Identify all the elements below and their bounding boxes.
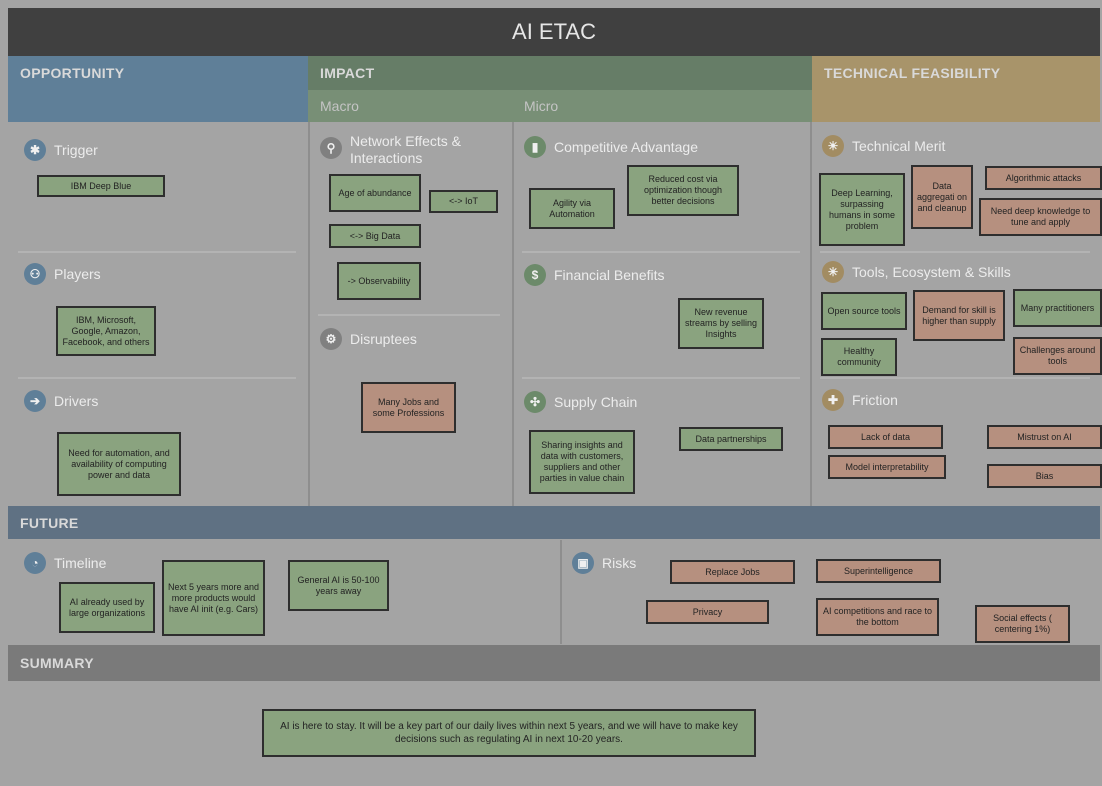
row-divider — [18, 251, 296, 253]
column-divider — [308, 122, 310, 506]
sticky-note: Reduced cost via optimization though bet… — [627, 165, 739, 216]
risks-label: Risks — [602, 555, 637, 571]
sticky-note: Model interpretability — [828, 455, 946, 479]
tools-label: Tools, Ecosystem & Skills — [852, 264, 1011, 280]
sticky-note: General AI is 50-100 years away — [288, 560, 389, 611]
sticky-note: IBM Deep Blue — [37, 175, 165, 197]
summary-note: AI is here to stay. It will be a key par… — [262, 709, 756, 757]
lock-icon: ▣ — [572, 552, 594, 574]
drivers-section: ➔ Drivers — [24, 390, 98, 412]
column-divider — [810, 122, 812, 506]
column-divider — [560, 540, 562, 644]
sticky-note: Healthy community — [821, 338, 897, 376]
sticky-note: Privacy — [646, 600, 769, 624]
sticky-note: New revenue streams by selling Insights — [678, 298, 764, 349]
supply-chain-label: Supply Chain — [554, 394, 638, 410]
gear-icon: ✱ — [24, 139, 46, 161]
disruptees-label: Disruptees — [350, 331, 417, 347]
sticky-note: Need deep knowledge to tune and apply — [979, 198, 1102, 236]
sticky-note: Many practitioners — [1013, 289, 1102, 327]
drivers-label: Drivers — [54, 393, 99, 409]
network-effects-section: ⚲ Network Effects & Interactions — [320, 133, 490, 167]
sticky-note: Deep Learning, surpassing humans in some… — [819, 173, 905, 246]
macro-header: Macro — [308, 90, 512, 122]
timeline-label: Timeline — [54, 555, 107, 571]
page-title: AI ETAC — [8, 8, 1100, 56]
technical-header: TECHNICAL FEASIBILITY — [812, 56, 1100, 122]
sticky-note: Demand for skill is higher than supply — [913, 290, 1005, 341]
sticky-note: Bias — [987, 464, 1102, 488]
players-section: ⚇ Players — [24, 263, 101, 285]
sticky-note: -> Observability — [337, 262, 421, 300]
sticky-note: Algorithmic attacks — [985, 166, 1102, 190]
sticky-note: AI already used by large organizations — [59, 582, 155, 633]
opportunity-header: OPPORTUNITY — [8, 56, 308, 122]
players-label: Players — [54, 266, 101, 282]
row-divider — [318, 314, 500, 316]
sticky-note: Age of abundance — [329, 174, 421, 212]
summary-header: SUMMARY — [8, 645, 1100, 681]
chart-icon: ▮ — [524, 136, 546, 158]
sticky-note: AI competitions and race to the bottom — [816, 598, 939, 636]
sticky-note: Social effects ( centering 1%) — [975, 605, 1070, 643]
supply-chain-section: ✣ Supply Chain — [524, 391, 637, 413]
tools-section: ✳ Tools, Ecosystem & Skills — [822, 261, 1011, 283]
row-divider — [18, 377, 296, 379]
sticky-note: Open source tools — [821, 292, 907, 330]
future-header: FUTURE — [8, 506, 1100, 539]
sticky-note: Need for automation, and availability of… — [57, 432, 181, 496]
sticky-note: Data aggregati on and cleanup — [911, 165, 973, 229]
sticky-note: <-> Big Data — [329, 224, 421, 248]
sticky-note: Superintelligence — [816, 559, 941, 583]
globe-icon: ⚙ — [320, 328, 342, 350]
people-icon: ⚇ — [24, 263, 46, 285]
sticky-note: Sharing insights and data with customers… — [529, 430, 635, 494]
compass-icon: ✣ — [524, 391, 546, 413]
trigger-label: Trigger — [54, 142, 98, 158]
friction-section: ✚ Friction — [822, 389, 898, 411]
network-icon: ⚲ — [320, 137, 342, 159]
impact-header: IMPACT — [308, 56, 812, 90]
tools-icon: ✳ — [822, 261, 844, 283]
dollar-icon: $ — [524, 264, 546, 286]
row-divider — [522, 251, 800, 253]
row-divider — [820, 377, 1090, 379]
arrow-icon: ➔ — [24, 390, 46, 412]
sticky-note: Mistrust on AI — [987, 425, 1102, 449]
micro-header: Micro — [512, 90, 812, 122]
sticky-note: Data partnerships — [679, 427, 783, 451]
friction-icon: ✚ — [822, 389, 844, 411]
disruptees-section: ⚙ Disruptees — [320, 328, 417, 350]
risks-section: ▣ Risks — [572, 552, 636, 574]
bulb-icon: ☀ — [822, 135, 844, 157]
sticky-note: Agility via Automation — [529, 188, 615, 229]
friction-label: Friction — [852, 392, 898, 408]
sticky-note: Replace Jobs — [670, 560, 795, 584]
technical-merit-section: ☀ Technical Merit — [822, 135, 945, 157]
sticky-note: <-> IoT — [429, 190, 498, 213]
timeline-section: ◔ Timeline — [24, 552, 106, 574]
column-divider — [512, 122, 514, 506]
trigger-section: ✱ Trigger — [24, 139, 98, 161]
technical-merit-label: Technical Merit — [852, 138, 946, 154]
network-effects-label: Network Effects & Interactions — [350, 133, 462, 166]
clock-icon: ◔ — [24, 552, 46, 574]
financial-benefits-section: $ Financial Benefits — [524, 264, 665, 286]
sticky-note: Many Jobs and some Professions — [361, 382, 456, 433]
row-divider — [820, 251, 1090, 253]
row-divider — [522, 377, 800, 379]
sticky-note: Challenges around tools — [1013, 337, 1102, 375]
competitive-advantage-label: Competitive Advantage — [554, 139, 698, 155]
sticky-note: IBM, Microsoft, Google, Amazon, Facebook… — [56, 306, 156, 356]
competitive-advantage-section: ▮ Competitive Advantage — [524, 136, 698, 158]
sticky-note: Lack of data — [828, 425, 943, 449]
financial-benefits-label: Financial Benefits — [554, 267, 665, 283]
sticky-note: Next 5 years more and more products woul… — [162, 560, 265, 636]
